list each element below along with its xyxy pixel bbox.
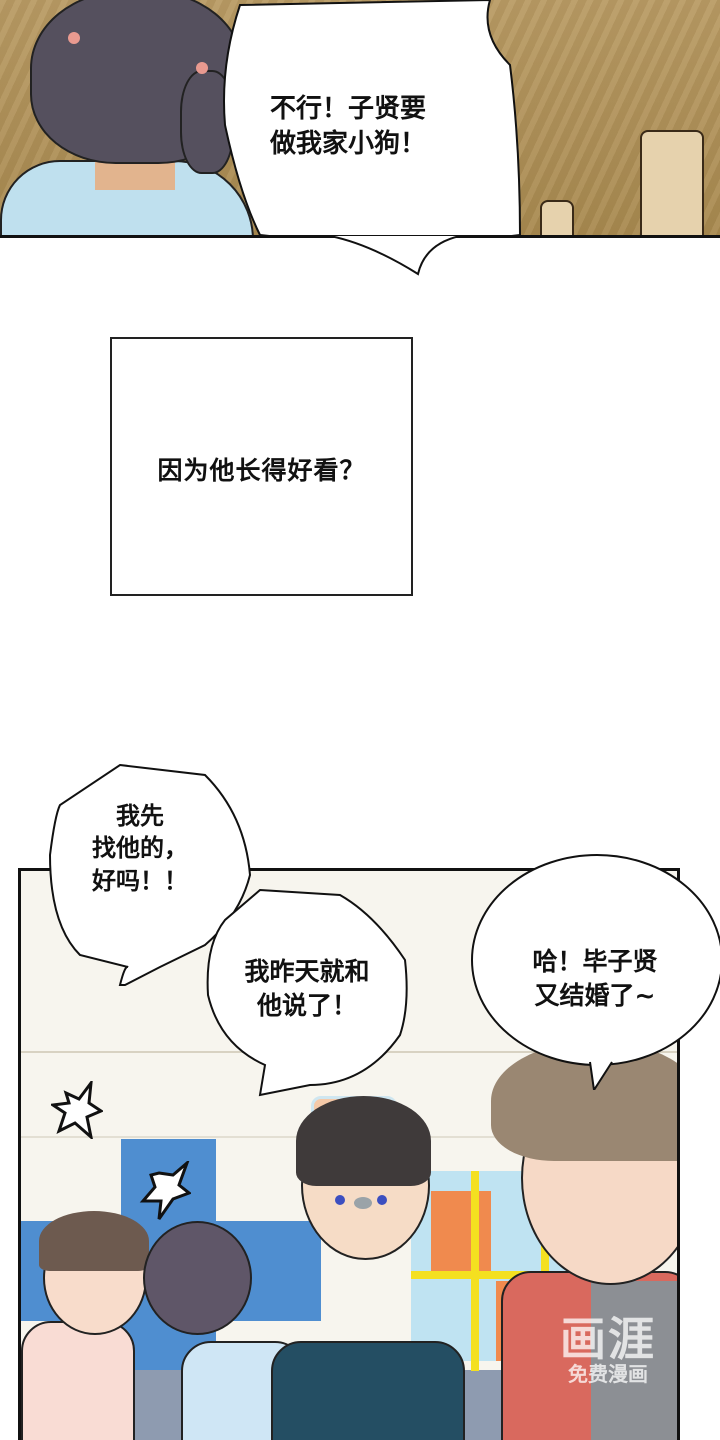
bandage-icon bbox=[354, 1197, 372, 1209]
hair-tie-icon bbox=[196, 62, 208, 74]
anger-spark-icon bbox=[51, 1081, 103, 1139]
chair bbox=[540, 200, 574, 235]
caption-panel: 因为他长得好看？ bbox=[110, 337, 413, 596]
play-frame-panel bbox=[431, 1191, 491, 1271]
boy-teal-shirt bbox=[271, 1341, 465, 1440]
speech-bubble-tail bbox=[330, 235, 460, 276]
watermark-subtitle: 免费漫画 bbox=[568, 1362, 648, 1386]
speech-bubble-text: 我昨天就和 他说了！ bbox=[244, 957, 370, 1020]
speech-bubble-shape bbox=[471, 854, 720, 1090]
boy-hair bbox=[296, 1096, 431, 1186]
speech-bubble-shape bbox=[206, 888, 408, 1097]
watermark-logo: 画涯 免费漫画 bbox=[560, 1316, 656, 1386]
girl-hair bbox=[39, 1211, 149, 1271]
anger-spark-icon bbox=[139, 1161, 191, 1220]
speech-bubble-shape bbox=[223, 0, 522, 235]
eye-icon bbox=[335, 1195, 345, 1205]
comic-panel-1: 不行！子贤要 做我家小狗！ bbox=[0, 0, 720, 238]
shirt-gray-panel bbox=[591, 1281, 677, 1440]
hair-tie-icon bbox=[68, 32, 80, 44]
caption-text: 因为他长得好看？ bbox=[157, 456, 366, 485]
speech-bubble-text: 哈！毕子贤 又结婚了~ bbox=[532, 947, 658, 1010]
eye-icon bbox=[377, 1195, 387, 1205]
speech-bubble-text: 我先 找他的， 好吗！！ bbox=[92, 802, 188, 895]
girl-pink-shirt bbox=[21, 1321, 135, 1440]
speech-bubble-shape bbox=[48, 763, 252, 986]
girl-hair bbox=[143, 1221, 252, 1335]
watermark-title: 画涯 bbox=[560, 1312, 656, 1366]
speech-bubble-text: 不行！子贤要 做我家小狗！ bbox=[270, 94, 427, 160]
chair bbox=[640, 130, 704, 235]
